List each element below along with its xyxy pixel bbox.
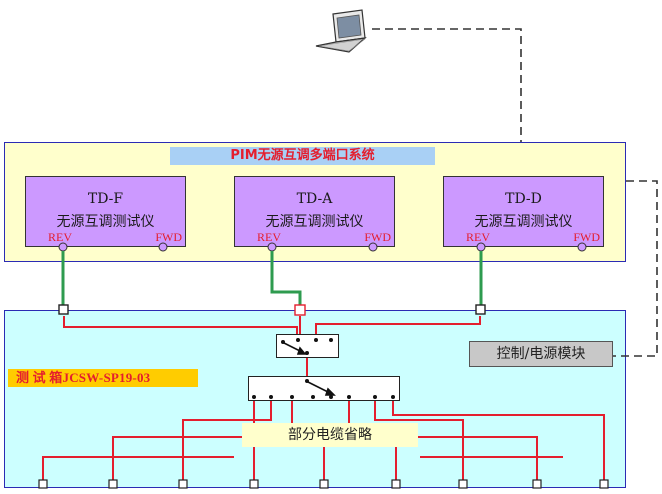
rev-port-label: REV	[466, 230, 490, 244]
fwd-port-label: FWD	[364, 230, 391, 244]
test-box-label: 测 试 箱JCSW-SP19-03	[8, 369, 198, 387]
fwd-port-label: FWD	[573, 230, 600, 244]
analyzer-td-f: TD-F 无源互调测试仪 REV FWD	[25, 176, 186, 247]
analyzer-name: TD-D	[505, 191, 542, 207]
laptop-icon	[315, 9, 367, 53]
switch-lower	[248, 376, 400, 401]
analyzer-name: TD-A	[296, 191, 333, 207]
rev-port-label: REV	[48, 230, 72, 244]
analyzer-desc: 无源互调测试仪	[474, 214, 573, 230]
analyzer-desc: 无源互调测试仪	[56, 214, 155, 230]
cables-omitted-note: 部分电缆省略	[242, 423, 418, 447]
control-power-module: 控制/电源模块	[469, 341, 613, 367]
control-link-laptop	[372, 28, 522, 142]
rev-port-label: REV	[257, 230, 281, 244]
analyzer-desc: 无源互调测试仪	[265, 214, 364, 230]
switch-upper	[276, 334, 339, 358]
fwd-port-label: FWD	[155, 230, 182, 244]
pim-system-title: PIM无源互调多端口系统	[170, 147, 435, 165]
analyzer-td-a: TD-A 无源互调测试仪 REV FWD	[234, 176, 395, 247]
analyzer-td-d: TD-D 无源互调测试仪 REV FWD	[443, 176, 604, 247]
analyzer-name: TD-F	[87, 191, 124, 207]
